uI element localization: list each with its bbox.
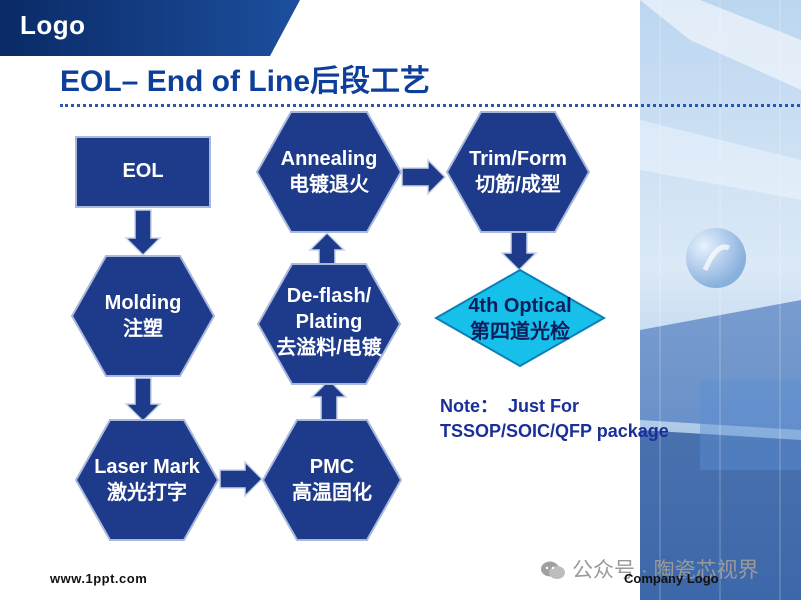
node-trim-shape [445,111,591,233]
logo: Logo [20,10,86,40]
node-laser-label: Laser Mark [94,456,200,478]
node-molding-label: Molding [104,292,182,314]
node-deflash-sublabel: 去溢料/电镀 [276,337,382,359]
watermark: 公众号 · 陶瓷芯视界 [540,554,759,584]
node-trim-sublabel: 切筋/成型 [475,174,561,196]
arrow-trim-optical [500,231,538,272]
node-deflash: De-flash/ Plating 去溢料/电镀 [246,283,412,361]
arrow-molding-laser [124,377,162,423]
node-deflash-shape [256,263,402,385]
node-optical-sublabel: 第四道光检 [470,321,570,343]
node-eol-label: EOL [122,160,164,182]
node-annealing-sublabel: 电镀退火 [289,174,369,196]
node-annealing: Annealing 电镀退火 [250,146,408,198]
node-eol: EOL [76,158,210,184]
node-trim: Trim/Form 切筋/成型 [440,146,596,198]
node-laser-shape [74,419,220,541]
logo-band [0,0,300,56]
footer-website[interactable]: www.1ppt.com [50,571,148,586]
flow-arrows [124,158,538,498]
footer-company-logo: Company Logo [624,571,719,586]
node-pmc-label: PMC [309,456,355,478]
node-pmc: PMC 高温固化 [257,454,407,506]
note-line-2: TSSOP/SOIC/QFP package [440,421,669,441]
flow-shapes [70,111,607,541]
node-deflash-label-2: Plating [295,311,363,333]
arrow-eol-molding [124,209,162,257]
node-laser-sublabel: 激光打字 [107,482,187,504]
node-molding-shape [70,255,216,377]
node-laser: Laser Mark 激光打字 [70,454,224,506]
page-title: EOL– End of Line后段工艺 [60,65,431,98]
watermark-text: 公众号 · 陶瓷芯视界 [572,559,759,582]
node-pmc-shape [261,419,403,541]
title-divider [60,104,800,107]
node-deflash-label: De-flash/ [286,285,372,307]
node-molding: Molding 注塑 [66,290,220,342]
node-optical: 4th Optical 第四道光检 [436,293,604,345]
node-trim-label: Trim/Form [469,148,567,170]
node-eol-shape [75,136,211,208]
wechat-icon [541,561,565,579]
arrow-deflash-annealing [308,231,346,266]
node-pmc-sublabel: 高温固化 [292,482,372,504]
node-molding-sublabel: 注塑 [123,318,163,340]
arrow-pmc-deflash [310,378,348,421]
background-decoration [640,0,801,600]
arrow-laser-pmc [219,460,264,498]
node-optical-label: 4th Optical [468,295,572,317]
node-annealing-shape [255,111,403,233]
node-annealing-label: Annealing [280,148,378,170]
note-line-1: Note： Just For [440,396,580,416]
node-optical-shape [433,268,607,368]
package-note: Note： Just For TSSOP/SOIC/QFP package [440,394,669,444]
arrow-annealing-trim [401,158,447,196]
